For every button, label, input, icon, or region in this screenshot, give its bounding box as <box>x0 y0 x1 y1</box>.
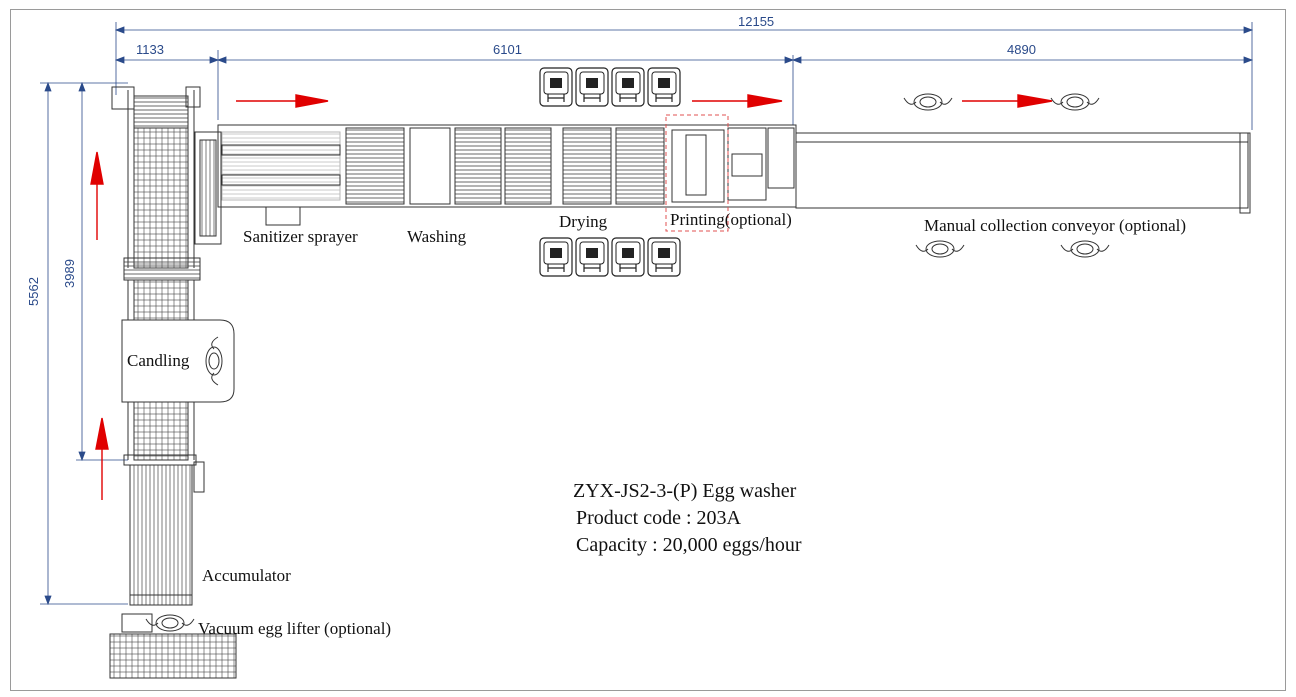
dim-segment-2: 6101 <box>493 42 522 57</box>
label-candling: Candling <box>127 351 190 370</box>
printing-optional-box <box>665 114 729 232</box>
label-washing: Washing <box>407 227 467 246</box>
fans-bottom <box>539 237 681 277</box>
dim-segment-1: 1133 <box>136 42 164 57</box>
dim-segment-3: 4890 <box>1007 42 1036 57</box>
dim-height-partial: 3989 <box>62 259 77 288</box>
label-sanitizer: Sanitizer sprayer <box>243 227 358 246</box>
flow-arrows <box>90 94 1053 500</box>
product-info: ZYX-JS2-3-(P) Egg washer Product code : … <box>573 478 802 559</box>
label-printing: Printing(optional) <box>670 210 792 229</box>
fans-top <box>539 67 681 107</box>
dimension-lines <box>40 22 1254 606</box>
label-vacuum-lifter: Vacuum egg lifter (optional) <box>198 619 392 638</box>
product-name: ZYX-JS2-3-(P) Egg washer <box>573 480 797 502</box>
dim-height-total: 5562 <box>26 277 41 306</box>
drawing-frame <box>10 9 1286 691</box>
dim-total-width: 12155 <box>738 14 775 29</box>
product-capacity: Capacity : 20,000 eggs/hour <box>576 534 802 556</box>
washer-body <box>194 124 1251 245</box>
product-code: Product code : 203A <box>576 507 741 529</box>
vertical-line <box>109 86 237 679</box>
label-drying: Drying <box>559 212 608 231</box>
label-collection: Manual collection conveyor (optional) <box>924 216 1186 235</box>
label-accumulator: Accumulator <box>202 566 291 585</box>
